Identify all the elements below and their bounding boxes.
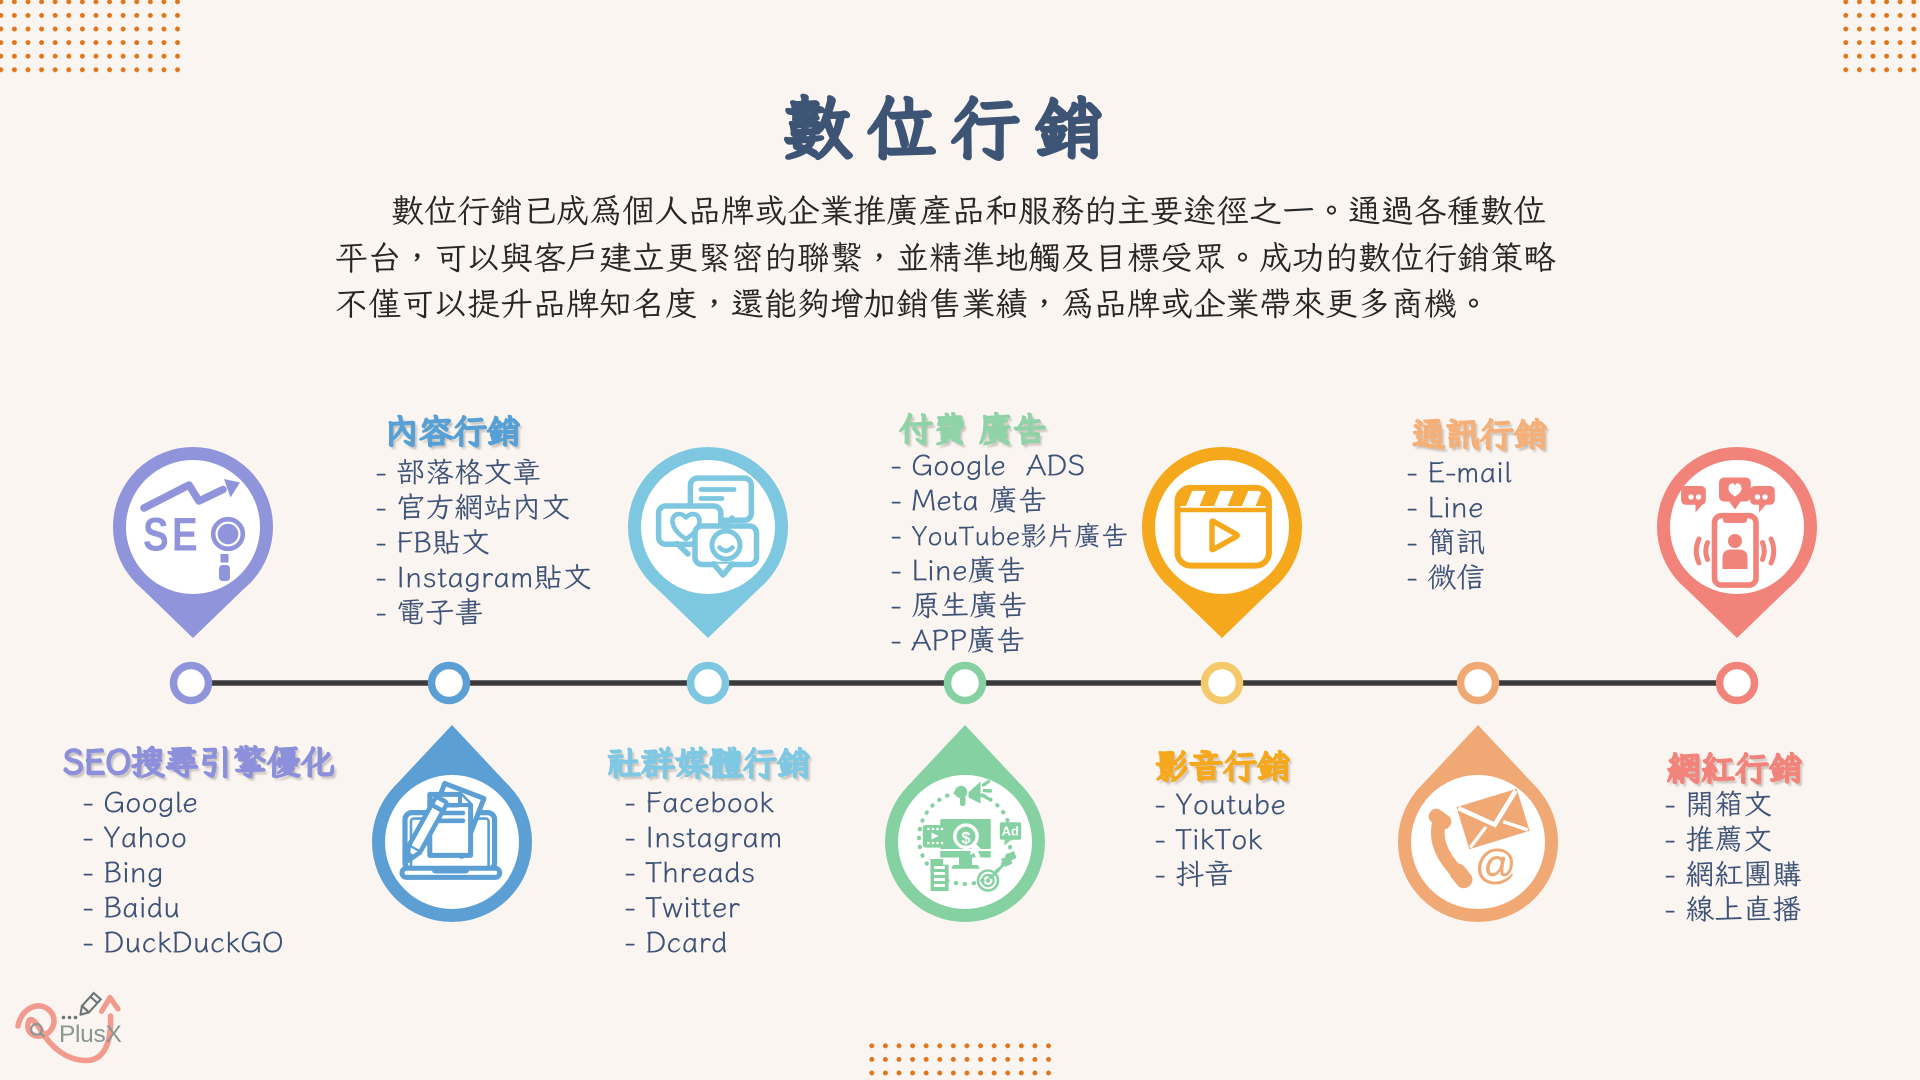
svg-text:@: @ <box>1476 833 1514 898</box>
svg-text:SE: SE <box>143 509 201 561</box>
svg-text:Ad: Ad <box>1002 824 1019 839</box>
svg-text:PlusX: PlusX <box>59 1021 122 1048</box>
svg-text:$: $ <box>961 830 970 848</box>
